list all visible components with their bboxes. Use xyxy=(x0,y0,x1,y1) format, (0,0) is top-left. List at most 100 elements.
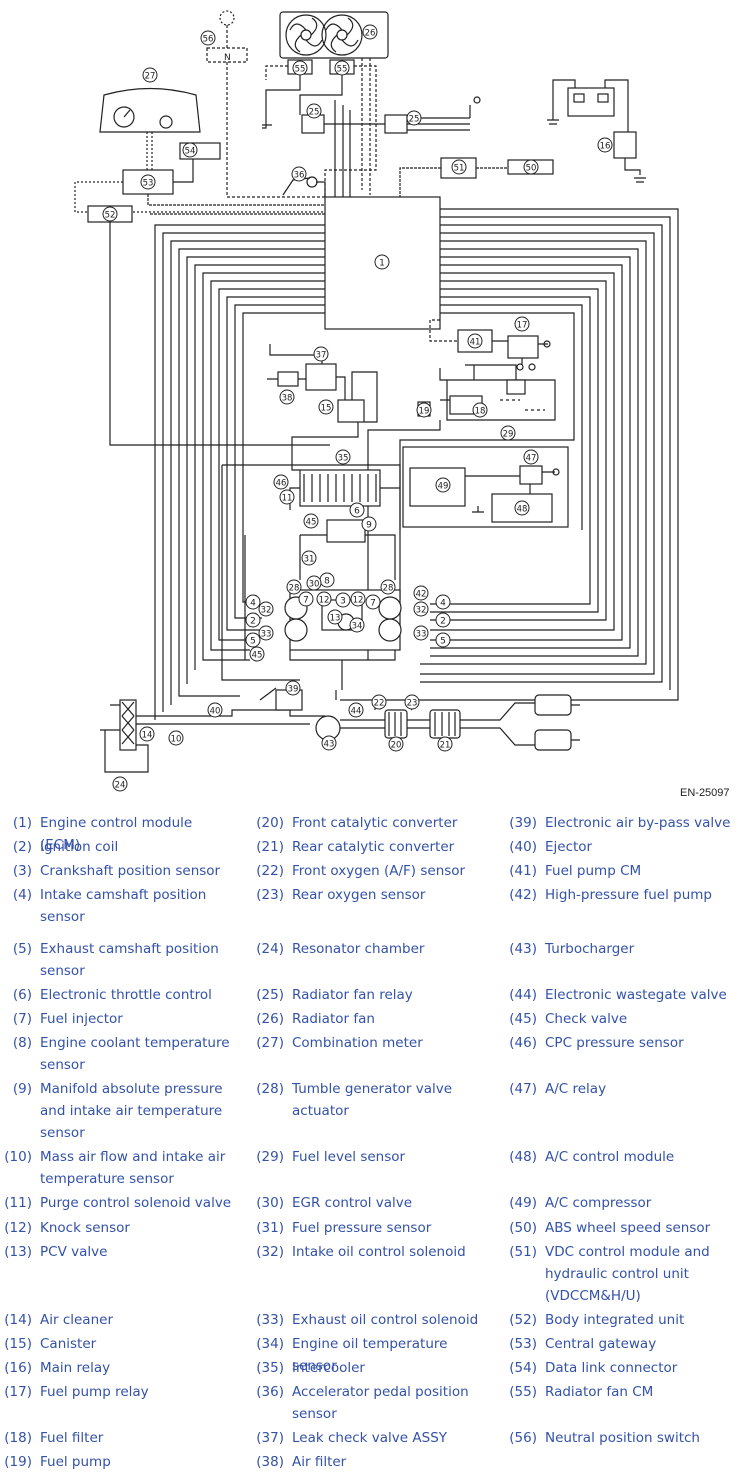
legend-item-number: (35) xyxy=(256,1360,284,1376)
legend-item: (24)Resonator chamber xyxy=(252,938,487,960)
legend-item-number: (17) xyxy=(4,1384,32,1400)
legend-item-label: Engine coolant temperature sensor xyxy=(40,1035,230,1073)
legend-item-number: (4) xyxy=(12,887,32,903)
callout-24: 24 xyxy=(112,776,128,792)
legend-item-number: (51) xyxy=(509,1244,537,1260)
svg-text:55: 55 xyxy=(295,65,306,75)
legend-item-number: (5) xyxy=(12,941,32,957)
callout-17: 17 xyxy=(514,316,530,332)
svg-text:53: 53 xyxy=(143,179,154,189)
legend-item-label: Front oxygen (A/F) sensor xyxy=(292,863,466,879)
legend-item-label: High-pressure fuel pump xyxy=(545,887,713,903)
svg-text:42: 42 xyxy=(416,590,427,600)
legend-item: (31)Fuel pressure sensor xyxy=(252,1217,487,1239)
legend-item-number: (3) xyxy=(12,863,32,879)
legend-item-number: (25) xyxy=(256,987,284,1003)
legend-item: (9)Manifold absolute pressure and intake… xyxy=(0,1078,235,1144)
callout-4-1: 4 xyxy=(245,594,261,610)
legend-item: (27)Combination meter xyxy=(252,1032,487,1054)
fan-relay-right xyxy=(384,114,408,134)
legend-item-number: (28) xyxy=(256,1081,284,1097)
svg-text:14: 14 xyxy=(142,731,153,741)
svg-text:46: 46 xyxy=(276,479,287,489)
legend-item: (7)Fuel injector xyxy=(0,1008,235,1030)
svg-text:19: 19 xyxy=(419,407,430,417)
legend-item: (43)Turbocharger xyxy=(505,938,735,960)
callout-16: 16 xyxy=(597,137,613,153)
legend-item-label: A/C compressor xyxy=(545,1195,652,1211)
legend-item-label: Ejector xyxy=(545,839,593,855)
svg-text:27: 27 xyxy=(145,72,156,82)
legend-item-label: Fuel pressure sensor xyxy=(292,1220,432,1236)
legend-item: (18)Fuel filter xyxy=(0,1427,235,1449)
legend-item-label: Engine control module (ECM) xyxy=(40,815,193,853)
callout-25-1: 25 xyxy=(306,103,322,119)
callout-33-2: 33 xyxy=(413,625,429,641)
legend-item-number: (45) xyxy=(509,1011,537,1027)
legend-item-label: Electronic wastegate valve xyxy=(545,987,727,1003)
legend-item-label: Fuel pump relay xyxy=(40,1384,149,1400)
legend-item: (37)Leak check valve ASSY xyxy=(252,1427,487,1449)
svg-text:36: 36 xyxy=(294,171,305,181)
legend-item: (50)ABS wheel speed sensor xyxy=(505,1217,735,1239)
svg-text:30: 30 xyxy=(309,580,320,590)
legend-item: (41) Fuel pump CM xyxy=(505,860,735,882)
ecm-wiring-left xyxy=(109,222,330,720)
legend-item-number: (41) xyxy=(509,863,537,879)
legend-item-label: Check valve xyxy=(545,1011,628,1027)
callout-39: 39 xyxy=(285,680,301,696)
legend-item-label: Mass air flow and intake air temperature… xyxy=(40,1149,226,1187)
legend-item: (28)Tumble generator valve actuator xyxy=(252,1078,487,1122)
legend-item-number: (43) xyxy=(509,941,537,957)
svg-text:11: 11 xyxy=(282,494,293,504)
callout-23: 23 xyxy=(404,694,420,710)
legend-item-label: Resonator chamber xyxy=(292,941,425,957)
legend-item-label: Rear oxygen sensor xyxy=(292,887,426,903)
callout-35: 35 xyxy=(335,449,351,465)
legend-item-number: (1) xyxy=(12,815,32,831)
callout-50: 50 xyxy=(523,159,539,175)
legend-item-number: (47) xyxy=(509,1081,537,1097)
svg-text:51: 51 xyxy=(454,164,465,174)
callout-14: 14 xyxy=(139,726,155,742)
leak-check-valve-box xyxy=(305,363,337,391)
legend-item-label: Electronic air by-pass valve xyxy=(545,815,731,831)
legend-item: (36)Accelerator pedal position sensor xyxy=(252,1381,487,1425)
svg-text:56: 56 xyxy=(203,35,214,45)
legend-item-number: (6) xyxy=(12,987,32,1003)
legend-item-number: (46) xyxy=(509,1035,537,1051)
svg-text:7: 7 xyxy=(370,599,376,609)
callout-51: 51 xyxy=(451,159,467,175)
callout-2-2: 2 xyxy=(435,612,451,628)
legend-item-label: Fuel pump CM xyxy=(545,863,642,879)
callout-54: 54 xyxy=(182,142,198,158)
legend-item-number: (12) xyxy=(4,1220,32,1236)
svg-text:32: 32 xyxy=(416,606,427,616)
legend-item-number: (8) xyxy=(12,1035,32,1051)
svg-text:44: 44 xyxy=(351,707,362,717)
legend-item: (3)Crankshaft position sensor xyxy=(0,860,235,882)
legend-item: (33)Exhaust oil control solenoid xyxy=(252,1309,487,1331)
callout-22: 22 xyxy=(371,694,387,710)
callout-40: 40 xyxy=(207,702,223,718)
callout-32-1: 32 xyxy=(258,601,274,617)
legend-item-label: Intake oil control solenoid xyxy=(292,1244,466,1260)
callout-26: 26 xyxy=(362,24,378,40)
callout-30: 30 xyxy=(306,575,322,591)
callout-49: 49 xyxy=(435,477,451,493)
figure-id: EN-25097 xyxy=(680,787,730,799)
callout-27: 27 xyxy=(142,67,158,83)
svg-text:32: 32 xyxy=(261,606,272,616)
callout-55-1: 55 xyxy=(292,60,308,76)
svg-text:16: 16 xyxy=(600,142,611,152)
svg-text:3: 3 xyxy=(340,597,346,607)
svg-text:9: 9 xyxy=(366,521,372,531)
callout-44: 44 xyxy=(348,702,364,718)
legend-item-label: Radiator fan CM xyxy=(545,1384,654,1400)
svg-text:6: 6 xyxy=(354,507,360,517)
legend-item-label: Engine oil temperature sensor xyxy=(292,1336,448,1374)
callout-28-2: 28 xyxy=(380,579,396,595)
legend-item-number: (49) xyxy=(509,1195,537,1211)
svg-text:20: 20 xyxy=(391,741,402,751)
legend-item-label: Electronic throttle control xyxy=(40,987,212,1003)
